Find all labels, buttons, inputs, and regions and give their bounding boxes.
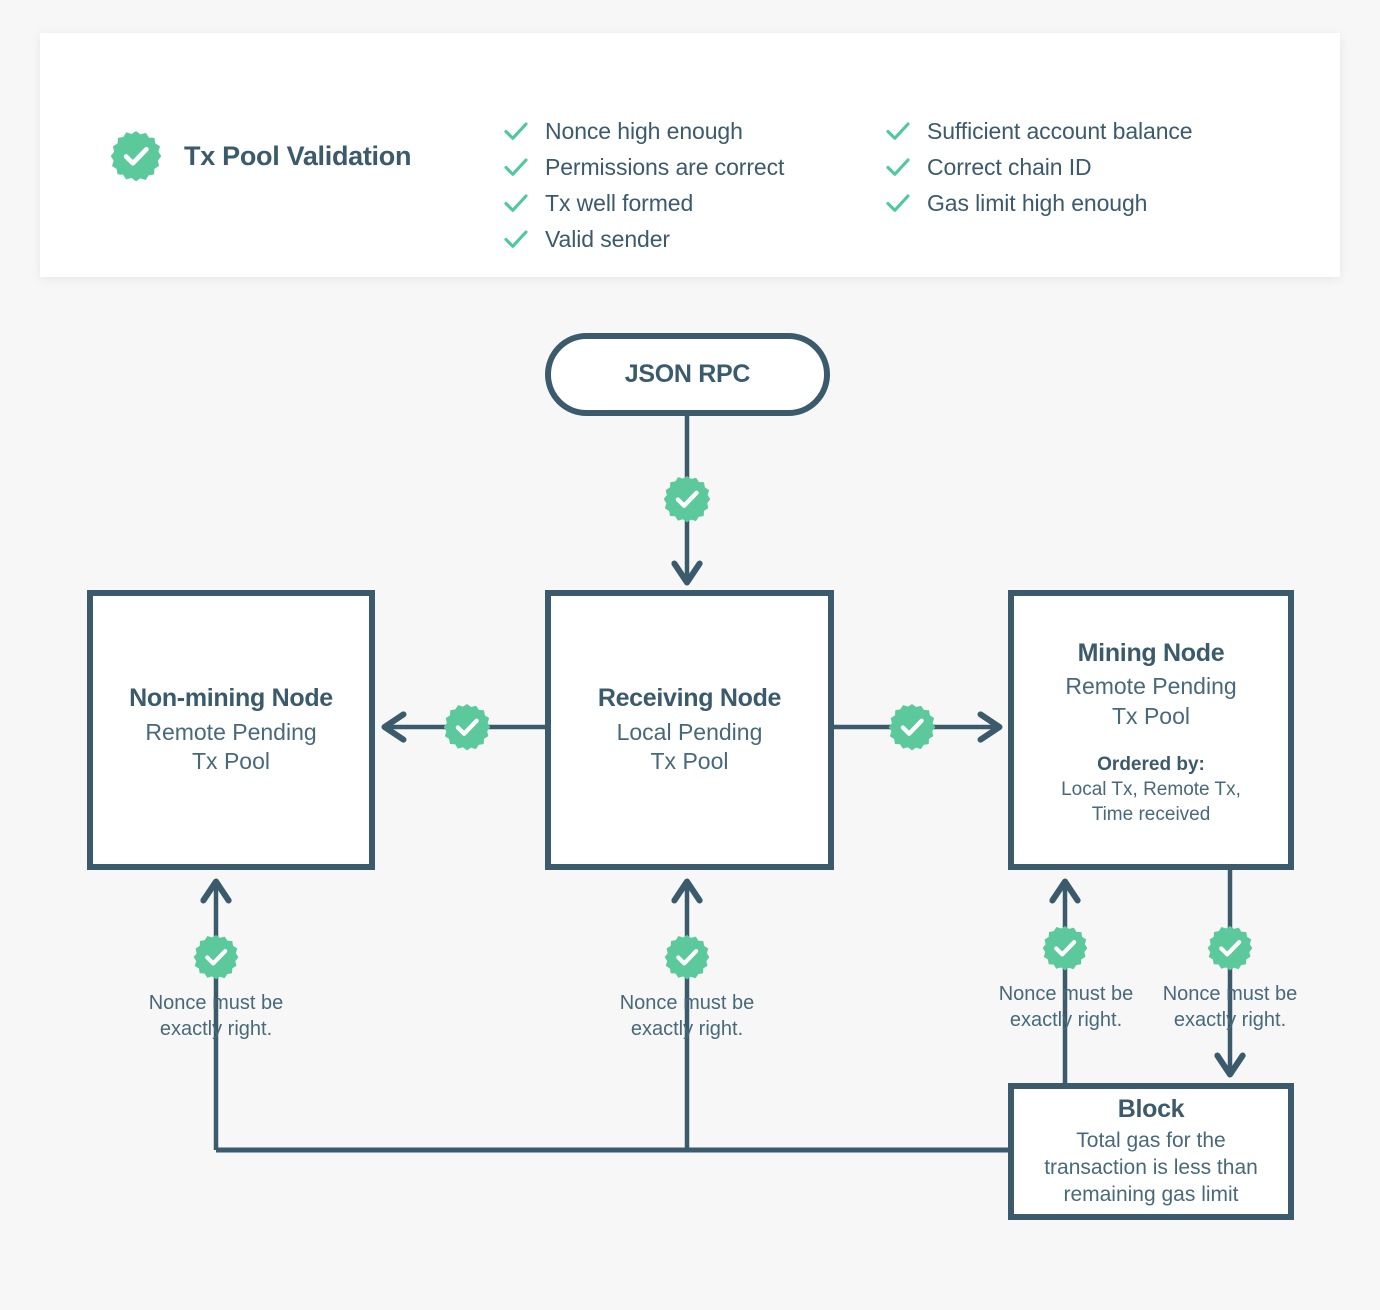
validation-check-label: Correct chain ID <box>927 153 1092 180</box>
check-icon <box>503 228 529 250</box>
validation-check-item: Sufficient account balance <box>885 113 1193 149</box>
validation-check-item: Permissions are correct <box>503 149 784 185</box>
node-non-mining-title: Non-mining Node <box>129 684 333 713</box>
node-block[interactable]: Block Total gas for the transaction is l… <box>1008 1083 1294 1220</box>
check-seal-icon-left-arrow <box>443 703 491 751</box>
check-icon <box>503 156 529 178</box>
node-receiving-title: Receiving Node <box>597 684 782 713</box>
node-mining-ordered-by-label: Ordered by: <box>1097 754 1205 776</box>
note-nonce-nonmining: Nonce must be exactly right. <box>148 992 284 1040</box>
check-icon <box>885 192 911 214</box>
check-icon <box>885 120 911 142</box>
validation-check-item: Tx well formed <box>503 185 784 221</box>
node-non-mining[interactable]: Non-mining Node Remote Pending Tx Pool <box>87 590 375 870</box>
validation-check-item: Valid sender <box>503 221 784 257</box>
node-mining-title: Mining Node <box>1077 639 1225 667</box>
validation-checks-right: Sufficient account balance Correct chain… <box>885 113 1193 221</box>
validation-check-label: Sufficient account balance <box>927 117 1193 144</box>
node-non-mining-subtitle: Remote Pending Tx Pool <box>145 718 317 775</box>
validation-checks-left: Nonce high enough Permissions are correc… <box>503 113 784 257</box>
check-seal-icon-block-down <box>1207 925 1253 971</box>
node-block-subtitle: Total gas for the transaction is less th… <box>1044 1129 1258 1207</box>
note-nonce-receiving: Nonce must be exactly right. <box>619 992 755 1040</box>
validation-check-label: Nonce high enough <box>545 117 743 144</box>
node-mining[interactable]: Mining Node Remote Pending Tx Pool Order… <box>1008 590 1294 870</box>
check-icon <box>885 156 911 178</box>
node-receiving[interactable]: Receiving Node Local Pending Tx Pool <box>545 590 834 870</box>
validation-title-group: Tx Pool Validation <box>110 130 411 182</box>
node-json-rpc[interactable]: JSON RPC <box>545 333 830 416</box>
validation-check-label: Permissions are correct <box>545 153 785 180</box>
validation-title: Tx Pool Validation <box>184 140 412 171</box>
check-seal-icon-jsonrpc <box>663 475 711 523</box>
node-receiving-subtitle: Local Pending Tx Pool <box>616 718 763 775</box>
validation-check-label: Gas limit high enough <box>927 189 1148 216</box>
check-icon <box>503 120 529 142</box>
check-seal-icon <box>110 130 162 182</box>
node-block-title: Block <box>1117 1095 1185 1124</box>
tx-pool-validation-card: Tx Pool Validation Nonce high enough Per… <box>40 33 1340 277</box>
validation-check-label: Tx well formed <box>545 189 694 216</box>
validation-check-label: Valid sender <box>545 225 670 252</box>
check-icon <box>503 192 529 214</box>
note-nonce-block: Nonce must be exactly right. <box>1162 983 1298 1031</box>
node-mining-subtitle: Remote Pending Tx Pool <box>1065 673 1237 729</box>
check-seal-icon-nonmining-riser <box>193 934 239 980</box>
node-json-rpc-title: JSON RPC <box>624 359 751 388</box>
node-mining-ordered-by-value: Local Tx, Remote Tx, Time received <box>1061 778 1241 825</box>
check-seal-icon-mining-riser <box>1042 925 1088 971</box>
validation-check-item: Gas limit high enough <box>885 185 1193 221</box>
check-seal-icon-right-arrow <box>888 703 936 751</box>
note-nonce-mining: Nonce must be exactly right. <box>998 983 1134 1031</box>
validation-check-item: Nonce high enough <box>503 113 784 149</box>
validation-check-item: Correct chain ID <box>885 149 1193 185</box>
check-seal-icon-receiving-riser <box>664 934 710 980</box>
